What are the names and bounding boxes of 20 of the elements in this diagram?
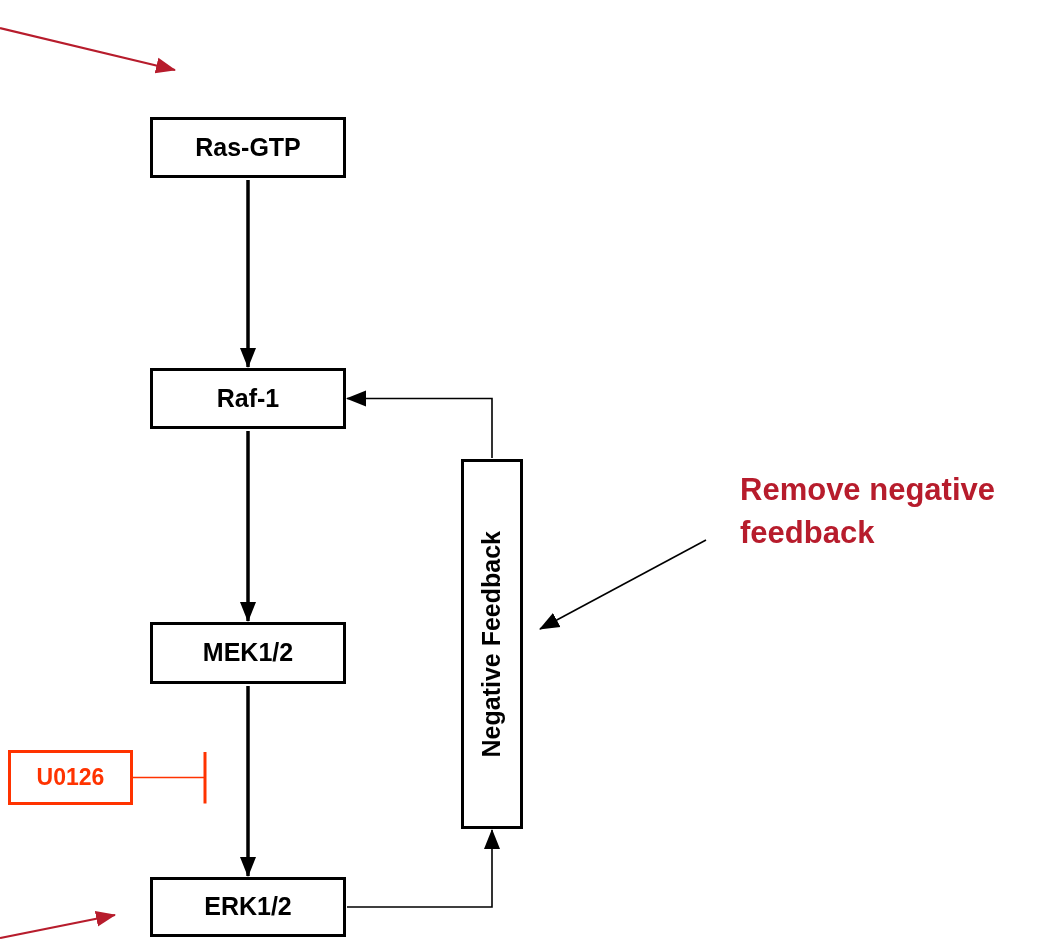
annotation-text: Remove negative feedback <box>740 470 996 552</box>
node-label: U0126 <box>36 764 105 791</box>
inhibition-line <box>132 750 207 805</box>
node-label: Raf-1 <box>216 384 280 413</box>
arrow <box>240 431 256 622</box>
arrow <box>346 829 500 908</box>
protein-box <box>150 117 346 178</box>
node-label: Ras-GTP <box>195 133 301 162</box>
node-label: MEK1/2 <box>202 639 294 667</box>
arrow <box>240 180 256 368</box>
arrow <box>539 539 707 630</box>
protein-box <box>150 368 346 429</box>
node-label: Negative Feedback <box>478 530 506 758</box>
inhibitor-box <box>8 750 133 805</box>
feedback-box <box>461 459 523 829</box>
arrow <box>346 390 493 459</box>
node-label: ERK1/2 <box>204 893 292 921</box>
arrow <box>240 686 256 877</box>
protein-box <box>150 877 346 937</box>
protein-box <box>150 622 346 684</box>
